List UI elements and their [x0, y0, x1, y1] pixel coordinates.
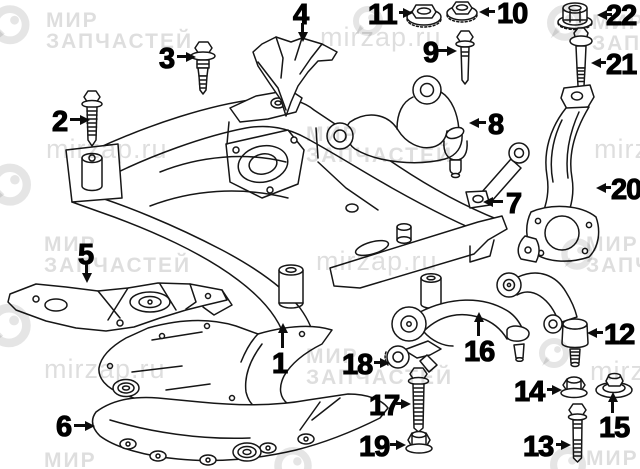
part-number: 22 [605, 0, 637, 32]
part-14-arrow [547, 388, 552, 391]
part-number: 5 [77, 239, 94, 271]
part-8-upper-control-arm-drawing [326, 75, 468, 179]
part-callout-19: 19 [358, 431, 390, 463]
part-4-arrow [301, 23, 304, 32]
part-number: 2 [51, 106, 68, 138]
part-number: 19 [358, 431, 390, 463]
part-20-arrow [606, 186, 611, 189]
part-9-bolt-drawing [455, 30, 475, 85]
part-number: 8 [487, 109, 504, 141]
part-callout-3: 3 [158, 43, 175, 75]
part-callout-22: 22 [605, 0, 637, 32]
part-2-arrow [70, 118, 80, 121]
part-9-arrow [438, 49, 447, 52]
part-17-arrow [396, 402, 401, 405]
part-callout-11: 11 [367, 0, 398, 31]
part-22-arrow [607, 13, 612, 16]
part-number: 7 [505, 188, 522, 220]
part-3-arrow [177, 55, 186, 58]
part-number: 9 [422, 37, 439, 69]
part-10-nut-drawing [446, 1, 478, 23]
part-callout-4: 4 [292, 0, 309, 31]
part-6-shield-drawing [91, 319, 389, 466]
part-13-arrow [556, 443, 561, 446]
part-number: 21 [605, 49, 637, 81]
part-callout-5: 5 [77, 239, 94, 271]
part-21-arrow [601, 61, 606, 64]
part-18-arrow [374, 361, 380, 364]
part-number: 18 [341, 349, 373, 381]
part-7-arrow [493, 200, 503, 203]
part-callout-14: 14 [513, 376, 545, 408]
part-number: 3 [158, 43, 175, 75]
part-callout-7: 7 [505, 188, 522, 220]
part-22-nut-drawing [557, 2, 593, 31]
part-callout-1: 1 [271, 348, 288, 380]
part-14-nut-drawing [560, 376, 588, 399]
part-7-link-drawing [465, 142, 530, 209]
part-callout-21: 21 [605, 49, 637, 81]
part-number: 16 [463, 336, 495, 368]
part-number: 14 [513, 376, 545, 408]
part-number: 12 [603, 319, 635, 351]
part-callout-16: 16 [463, 336, 495, 368]
part-callout-20: 20 [610, 174, 640, 206]
part-17-bolt-drawing [407, 367, 430, 433]
part-number: 1 [271, 348, 288, 380]
part-callout-15: 15 [598, 412, 630, 444]
part-3-bolt-drawing [190, 41, 216, 95]
part-number: 4 [292, 0, 309, 31]
part-15-arrow [611, 402, 614, 413]
part-number: 20 [610, 174, 640, 206]
part-20-knuckle-drawing [517, 84, 600, 263]
part-18-bracket-drawing [384, 340, 442, 373]
part-callout-8: 8 [487, 109, 504, 141]
part-number: 17 [368, 390, 400, 422]
part-5-brace-drawing [7, 282, 233, 332]
part-16-arrow [477, 322, 480, 336]
part-callout-18: 18 [341, 349, 373, 381]
part-callout-13: 13 [522, 431, 554, 463]
part-callout-10: 10 [496, 0, 528, 30]
part-callout-9: 9 [422, 37, 439, 69]
part-16-arm-drawing [391, 299, 530, 363]
part-1-subframe-drawing [65, 89, 508, 345]
part-number: 6 [55, 411, 72, 443]
part-5-arrow [85, 264, 88, 273]
part-19-arrow [390, 443, 396, 446]
part-callout-12: 12 [603, 319, 635, 351]
part-number: 15 [598, 412, 630, 444]
part-8-arrow [479, 121, 486, 124]
part-13-bolt-drawing [567, 403, 588, 463]
part-callout-17: 17 [368, 390, 400, 422]
part-11-arrow [399, 11, 403, 14]
part-callout-6: 6 [55, 411, 72, 443]
part-12-arm-drawing [496, 272, 589, 368]
part-number: 10 [496, 0, 528, 30]
part-11-nut-drawing [406, 4, 442, 28]
part-1-arrow [281, 333, 284, 348]
part-number: 13 [522, 431, 554, 463]
part-19-nut-drawing [405, 430, 433, 454]
part-10-arrow [489, 10, 495, 13]
part-number: 11 [367, 0, 398, 31]
part-callout-2: 2 [51, 106, 68, 138]
part-12-arrow [597, 331, 603, 334]
part-6-arrow [74, 424, 85, 427]
